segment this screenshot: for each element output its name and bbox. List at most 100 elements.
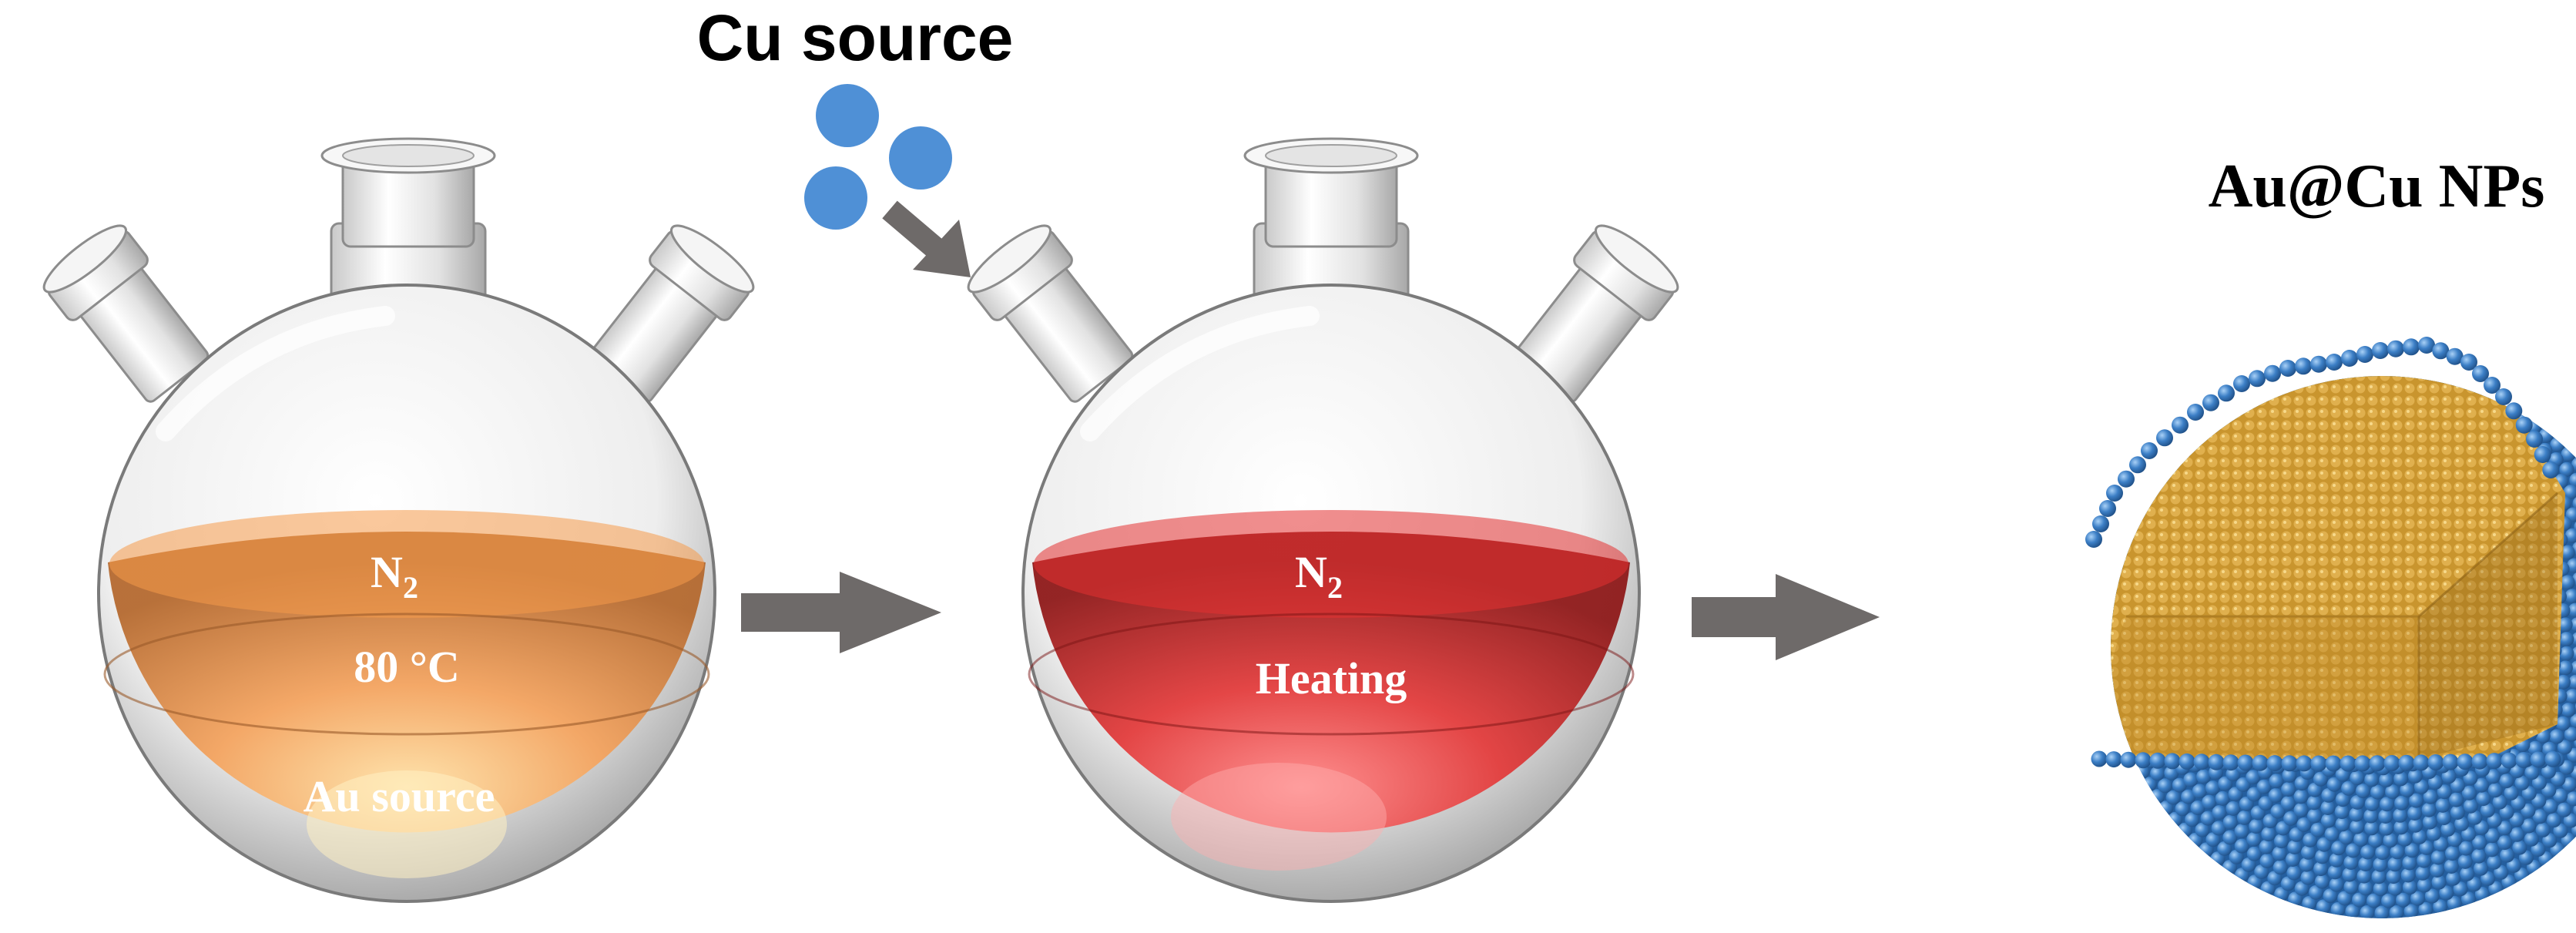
cu-atom — [2256, 779, 2272, 794]
cu-rim-atom — [2141, 442, 2158, 459]
cu-rim-atom — [2526, 431, 2543, 448]
cu-atom — [2294, 881, 2309, 896]
cu-atom — [2521, 818, 2537, 834]
cu-atom — [2349, 807, 2364, 822]
cu-atom — [2417, 853, 2432, 868]
cu-atom — [2509, 812, 2524, 827]
cu-atom — [2560, 575, 2575, 590]
cu-rim-atom — [2398, 754, 2415, 771]
cu-atom — [2246, 831, 2262, 847]
cu-rim-atom — [2484, 377, 2501, 394]
cu-atom — [2185, 812, 2200, 827]
cu-rim-atom — [2486, 753, 2503, 770]
cu-atom — [2241, 857, 2256, 872]
cu-atom — [2282, 767, 2297, 783]
cu-particle-icon — [889, 126, 952, 190]
cu-atom — [2246, 846, 2262, 861]
flask1-left-neck — [42, 224, 210, 403]
cu-atom — [2450, 805, 2465, 820]
cu-atom — [2383, 833, 2398, 848]
cu-atom — [2350, 770, 2365, 786]
cu-atom — [2217, 841, 2232, 856]
cu-atom — [2480, 871, 2496, 886]
cu-atom — [2417, 878, 2432, 893]
cu-atom — [2424, 888, 2440, 904]
cu-atom — [2568, 602, 2576, 618]
cu-atom — [2287, 840, 2303, 854]
cu-atom — [2274, 834, 2289, 849]
cu-atom — [2288, 891, 2303, 907]
cu-atom — [2200, 811, 2215, 826]
cu-atom — [2164, 765, 2179, 780]
cu-atom — [2439, 885, 2454, 901]
cu-rim-atom — [2515, 752, 2532, 768]
cu-atom — [2286, 865, 2302, 881]
cu-atom — [2390, 844, 2405, 860]
cu-atom — [2559, 646, 2574, 661]
cu-atom — [2532, 809, 2547, 824]
cu-atom — [2409, 793, 2424, 808]
cu-atom — [2236, 810, 2252, 825]
cu-rim-atom — [2135, 752, 2152, 769]
cu-atom — [2370, 784, 2385, 800]
cu-atom — [2313, 771, 2328, 787]
cu-atom — [2407, 768, 2423, 784]
cu-rim-atom — [2085, 531, 2102, 548]
cu-rim-atom — [2418, 337, 2435, 354]
cu-atom — [2202, 794, 2217, 810]
cu-rim-atom — [2534, 446, 2551, 463]
cu-atom — [2514, 775, 2530, 790]
cu-atom — [2446, 871, 2461, 886]
cu-rim-atom — [2164, 753, 2181, 770]
cu-atom — [2329, 852, 2344, 868]
cu-atom — [2315, 849, 2330, 864]
cu-atom — [2261, 827, 2276, 842]
cu-source-label: Cu source — [697, 2, 1014, 74]
cu-atom — [2418, 901, 2433, 917]
cu-atom — [2397, 831, 2413, 847]
cu-rim-atom — [2279, 360, 2296, 377]
cu-atom — [2258, 796, 2273, 811]
cu-atom — [2571, 765, 2576, 780]
cu-atom — [2564, 727, 2576, 742]
cu-atom — [2422, 814, 2437, 830]
cu-atom — [2364, 797, 2380, 811]
cu-rim-atom — [2233, 375, 2250, 392]
cu-rim-atom — [2106, 485, 2123, 502]
cu-atom — [2471, 848, 2487, 864]
cu-atom — [2331, 841, 2346, 856]
cu-atom — [2294, 776, 2309, 791]
cu-rim-atom — [2202, 394, 2219, 411]
cu-atom — [2272, 860, 2288, 875]
cu-atom — [2454, 816, 2470, 831]
cu-atom — [2428, 774, 2443, 790]
cu-rim-atom — [2383, 755, 2400, 771]
cu-rim-atom — [2369, 755, 2386, 772]
cu-atom — [2485, 828, 2500, 844]
cu-rim-atom — [2091, 750, 2108, 767]
cu-atom — [2558, 617, 2573, 633]
cu-atom — [2440, 821, 2456, 837]
cu-atom — [2302, 895, 2317, 911]
cu-atom — [2555, 716, 2571, 731]
cu-atom — [2313, 861, 2329, 877]
cu-rim-atom — [2354, 755, 2371, 772]
three-neck-flask-2: N2 Heating — [967, 137, 1679, 903]
cu-atom — [2300, 870, 2316, 885]
cu-atom — [2190, 800, 2205, 815]
cu-atom — [2352, 892, 2367, 908]
cu-atom — [2293, 789, 2309, 804]
cu-atom — [2474, 861, 2488, 876]
cu-atom — [2413, 779, 2429, 794]
cu-rim-atom — [2208, 753, 2225, 770]
cu-atom — [2345, 904, 2360, 918]
cu-rim-atom — [2118, 470, 2135, 488]
cu-atom — [2521, 803, 2536, 818]
cu-atom — [2364, 821, 2380, 836]
cu-rim-atom — [2105, 751, 2122, 768]
cu-atom — [2480, 803, 2495, 818]
cu-rim-atom — [2326, 354, 2343, 371]
flask2-condition-label: Heating — [1256, 653, 1407, 703]
cu-atom — [2499, 774, 2514, 789]
cu-rim-atom — [2501, 752, 2517, 769]
